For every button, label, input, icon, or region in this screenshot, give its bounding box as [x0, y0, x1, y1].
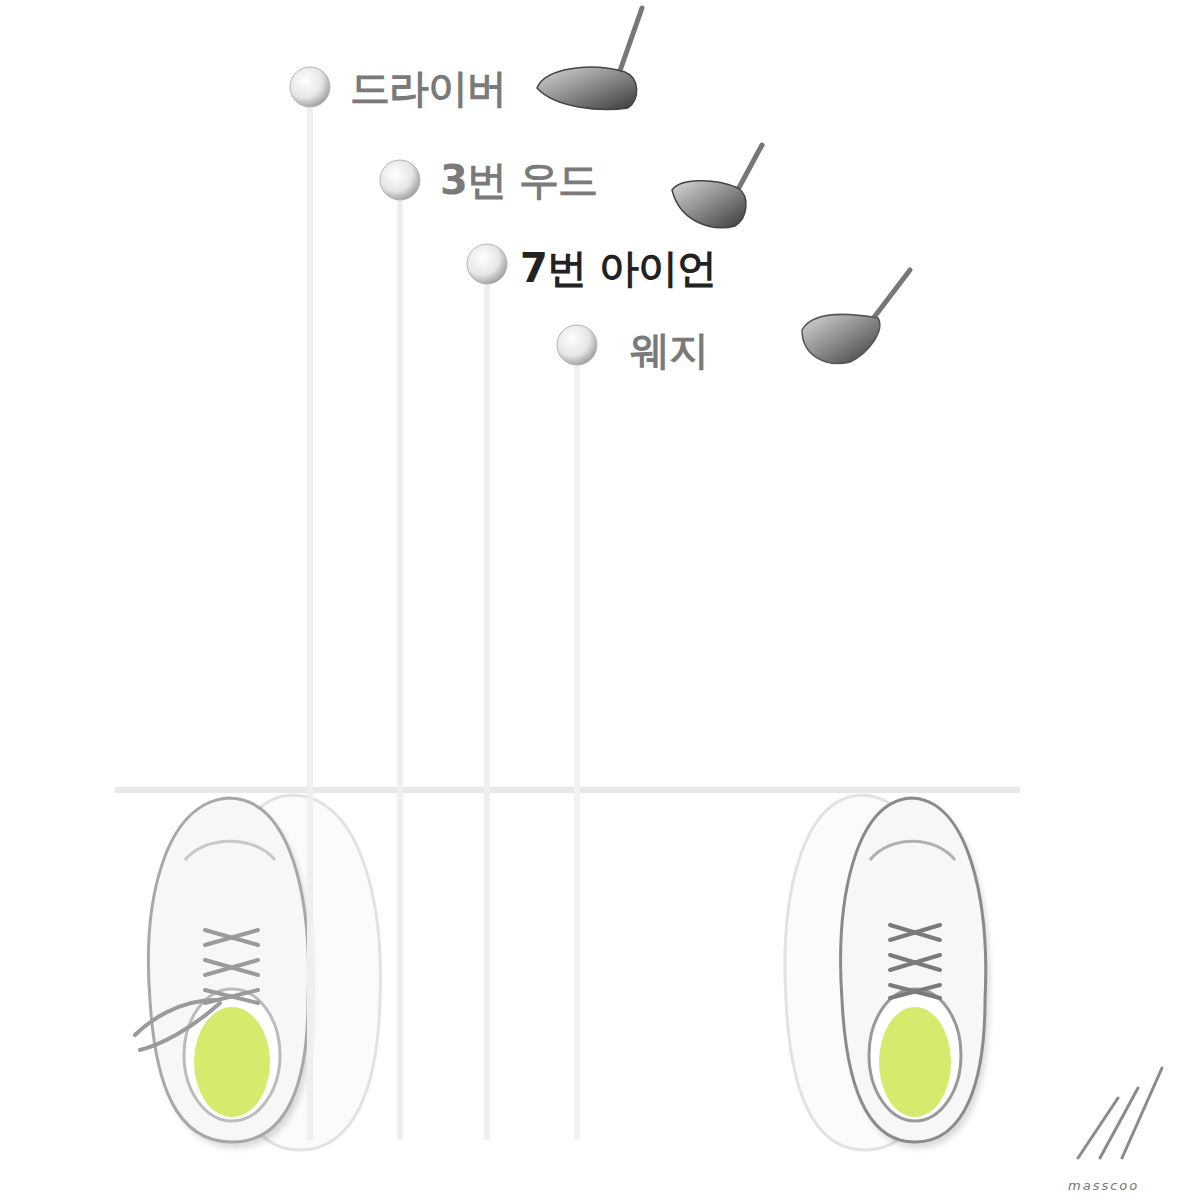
wood-head [672, 145, 762, 228]
club-label: 드라이버 [350, 68, 506, 108]
golf-ball [290, 67, 597, 365]
driver-head [537, 8, 642, 109]
left-shoe [135, 798, 312, 1148]
club-label: 웨지 [630, 330, 708, 370]
club-label: 3번 우드 [440, 160, 597, 200]
stance-line [115, 790, 1020, 791]
wedge-head [802, 270, 910, 363]
club-label: 7번 아이언 [520, 248, 716, 288]
watermark: masscoo [1068, 1179, 1139, 1192]
right-shoe [841, 798, 990, 1148]
logo-mark [1078, 1068, 1162, 1158]
